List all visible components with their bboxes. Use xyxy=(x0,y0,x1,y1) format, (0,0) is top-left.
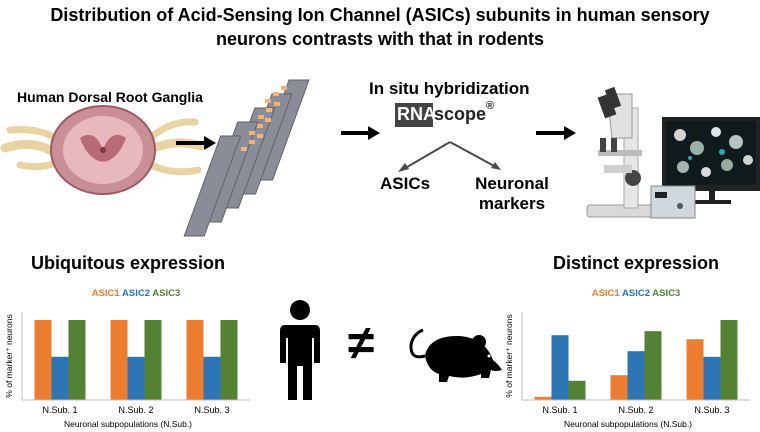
left-chart-bar-asic2-2 xyxy=(127,356,145,400)
right-chart-tick-label-3: N.Sub. 3 xyxy=(694,405,729,415)
right-chart-ylabel: % of marker⁺ neurons xyxy=(504,314,514,397)
tissue-label: Human Dorsal Root Ganglia xyxy=(17,89,203,105)
ubiquitous-chart: ASIC1 ASIC2 ASIC3 % of marker⁺ neuronsN.S… xyxy=(4,288,250,429)
monitor-icon xyxy=(662,117,760,204)
right-chart-legend-asic3: ASIC3 xyxy=(652,288,680,299)
left-chart-bar-asic1-3 xyxy=(186,320,204,400)
right-chart-tick-label-1: N.Sub. 1 xyxy=(542,405,577,415)
rnascope-registered: ® xyxy=(486,100,495,112)
right-chart-bar-asic1-1 xyxy=(534,396,552,400)
right-chart-bar-asic1-2 xyxy=(610,375,628,400)
tissue-slides-icon xyxy=(183,79,310,237)
left-chart-legend: ASIC1 ASIC2 ASIC3 xyxy=(92,288,181,299)
rnascope-text: scope xyxy=(434,104,487,124)
right-chart-bar-asic2-3 xyxy=(703,356,721,400)
right-chart-bar-asic3-2 xyxy=(644,331,662,400)
controller-box-icon xyxy=(650,185,696,219)
left-chart-bar-asic2-1 xyxy=(51,356,69,400)
rodent-icon xyxy=(409,328,502,382)
distinct-chart: ASIC1 ASIC2 ASIC3 % of marker⁺ neuronsN.S… xyxy=(504,288,750,429)
branch-markers-line1: Neuronal xyxy=(475,174,549,193)
left-chart-bar-asic1-1 xyxy=(34,320,52,400)
left-chart-bar-asic1-2 xyxy=(110,320,128,400)
left-chart-legend-asic1: ASIC1 xyxy=(92,288,122,299)
branch-lines xyxy=(398,141,501,172)
left-chart-ylabel: % of marker⁺ neurons xyxy=(4,314,14,397)
left-chart-bar-asic3-3 xyxy=(220,320,238,400)
left-chart-xlabel: Neuronal subpopulations (N.Sub.) xyxy=(64,419,192,429)
arrow-right-icon xyxy=(176,136,216,150)
rnascope-box-text: RNA xyxy=(397,104,436,124)
method-title: In situ hybridization xyxy=(369,79,530,98)
left-chart-bar-asic2-3 xyxy=(203,356,221,400)
left-chart-bar-asic3-1 xyxy=(68,320,86,400)
left-chart-legend-asic3: ASIC3 xyxy=(152,288,180,299)
spinal-cord-icon xyxy=(0,105,205,195)
right-chart-legend: ASIC1 ASIC2 ASIC3 xyxy=(592,288,681,299)
branch-markers-line2: markers xyxy=(478,194,546,213)
left-chart-legend-asic2: ASIC2 xyxy=(122,288,152,299)
branch-markers-label: Neuronal markers xyxy=(472,174,552,214)
not-equal-sign: ≠ xyxy=(348,317,375,370)
main-title-line2: neurons contrasts with that in rodents xyxy=(215,29,545,49)
right-chart-bar-asic2-2 xyxy=(627,351,645,400)
arrow-right-icon-3 xyxy=(536,126,576,140)
microscope-icon xyxy=(586,86,658,218)
right-chart-bar-asic2-1 xyxy=(551,335,569,400)
left-chart-tick-label-1: N.Sub. 1 xyxy=(42,405,77,415)
left-chart-bar-asic3-2 xyxy=(144,320,162,400)
right-chart-bar-asic3-1 xyxy=(568,380,586,400)
branch-asics-label: ASICs xyxy=(380,174,431,193)
workflow-illustration xyxy=(0,79,760,237)
left-chart-tick-label-3: N.Sub. 3 xyxy=(194,405,229,415)
ubiquitous-heading: Ubiquitous expression xyxy=(31,253,226,273)
distinct-heading: Distinct expression xyxy=(553,253,720,273)
arrow-right-icon-2 xyxy=(341,126,380,140)
right-chart-xlabel: Neuronal subpopulations (N.Sub.) xyxy=(564,419,692,429)
main-title-line1: Distribution of Acid-Sensing Ion Channel… xyxy=(50,5,710,25)
left-chart-tick-label-2: N.Sub. 2 xyxy=(118,405,153,415)
right-chart-legend-asic1: ASIC1 xyxy=(592,288,622,299)
right-chart-bar-asic3-3 xyxy=(720,320,738,400)
right-chart-bar-asic1-3 xyxy=(686,339,704,400)
human-icon xyxy=(280,300,320,400)
right-chart-tick-label-2: N.Sub. 2 xyxy=(618,405,653,415)
right-chart-legend-asic2: ASIC2 xyxy=(622,288,652,299)
